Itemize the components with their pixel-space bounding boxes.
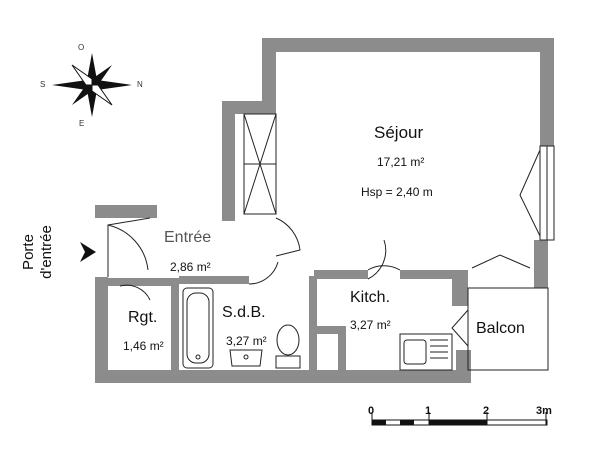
toilet-tank xyxy=(275,355,301,369)
room-area-entree: 2,86 m² xyxy=(170,260,211,274)
wall-bottom xyxy=(95,370,471,383)
wall-sejour-left xyxy=(262,38,276,114)
room-label-sejour: Séjour xyxy=(374,123,424,142)
wall-kitch-right-low xyxy=(456,350,471,383)
room-label-sdb: S.d.B. xyxy=(222,304,266,321)
wall-sdb-right xyxy=(309,276,317,372)
scale-tick-label: 2 xyxy=(483,405,490,417)
kitchen-counter xyxy=(399,333,453,371)
wall-kitch-inner-v xyxy=(338,326,346,372)
scale-segment xyxy=(400,420,414,425)
compass-rose xyxy=(52,53,132,117)
room-label-balcon: Balcon xyxy=(476,320,525,337)
room-label-entree: Entrée xyxy=(164,229,212,246)
wall-kitch-right xyxy=(452,270,468,306)
walls xyxy=(95,38,554,383)
entrance-label: Porte d'entrée xyxy=(20,212,56,292)
room-area-sejour: 17,21 m² xyxy=(377,155,425,169)
room-height-sejour: Hsp = 2,40 m xyxy=(361,185,433,199)
scale-segment xyxy=(372,420,386,425)
room-label-rgt: Rgt. xyxy=(128,309,158,326)
entrance-label-line2: d'entrée xyxy=(38,225,55,279)
scale-segment xyxy=(429,420,487,425)
compass-south: S xyxy=(40,80,46,89)
wall-kitch-inner xyxy=(316,326,344,334)
entrance-arrow xyxy=(80,242,96,262)
room-area-rgt: 1,46 m² xyxy=(123,339,164,353)
compass-west: O xyxy=(78,43,85,52)
wall-kitch-top xyxy=(314,270,368,279)
room-area-kitch: 3,27 m² xyxy=(350,318,391,332)
scale-tick-label: 0 xyxy=(368,405,375,417)
toilet xyxy=(276,324,300,356)
compass-east: E xyxy=(79,119,85,128)
scale-tick-label: 3m xyxy=(536,405,552,417)
wall-kitch-top-r xyxy=(400,270,468,279)
compass-north: N xyxy=(137,80,143,89)
wall-sdb-top xyxy=(179,276,249,284)
wall-left xyxy=(95,277,108,383)
bathtub xyxy=(182,287,214,369)
kitchen-sink xyxy=(403,339,427,365)
scale-tick-label: 1 xyxy=(425,405,432,417)
wall-rgt-top xyxy=(108,278,179,286)
outlines xyxy=(107,113,555,371)
scale-bar xyxy=(371,412,548,426)
wall-sejour-right-low xyxy=(534,240,548,288)
entrance-label-line1: Porte xyxy=(20,234,37,270)
wall-sejour-right xyxy=(540,38,554,146)
wall-sdb-left xyxy=(171,280,179,372)
entrance-door xyxy=(107,224,149,277)
wall-step-down xyxy=(222,101,235,221)
sink xyxy=(229,349,263,367)
wall-entree-top xyxy=(95,205,157,218)
wall-step xyxy=(222,101,276,114)
room-area-sdb: 3,27 m² xyxy=(226,334,267,348)
wall-top xyxy=(262,38,554,52)
room-label-kitch: Kitch. xyxy=(350,289,391,306)
